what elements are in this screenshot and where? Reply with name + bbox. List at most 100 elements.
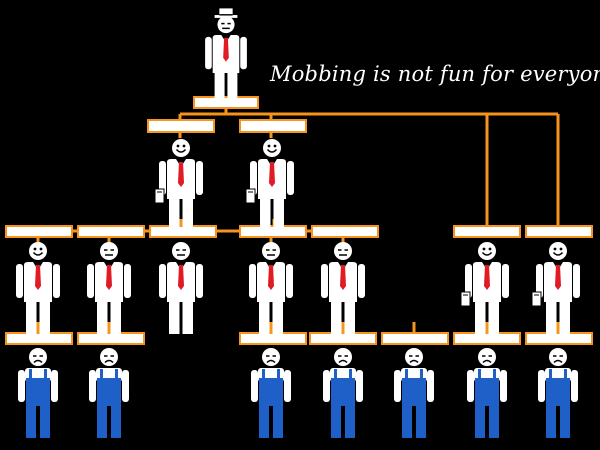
right-leg xyxy=(344,300,355,334)
right-leg xyxy=(273,197,284,231)
right-leg xyxy=(272,300,283,334)
left-arm xyxy=(321,264,328,298)
frown-mouth xyxy=(266,359,276,364)
right-leg xyxy=(488,300,499,334)
left-leg xyxy=(26,300,37,334)
strap xyxy=(115,369,118,381)
head xyxy=(262,348,280,366)
worker-figure xyxy=(251,348,291,438)
strap xyxy=(262,369,265,381)
right-arm xyxy=(124,264,131,298)
name-box xyxy=(453,225,521,238)
strap xyxy=(493,369,496,381)
name-boxes xyxy=(5,96,593,345)
right-leg xyxy=(182,197,193,231)
strap xyxy=(549,369,552,381)
necktie xyxy=(268,265,274,290)
name-box xyxy=(239,332,307,345)
necktie xyxy=(178,162,184,187)
head xyxy=(334,242,352,260)
strap xyxy=(349,369,352,381)
left-leg xyxy=(259,300,270,334)
name-box xyxy=(77,225,145,238)
eye xyxy=(267,144,271,148)
left-arm xyxy=(536,264,543,298)
smile-mouth xyxy=(32,251,44,256)
frown-mouth xyxy=(553,359,563,364)
manager-figure xyxy=(159,242,203,334)
right-arm xyxy=(571,370,578,402)
strap xyxy=(100,369,103,381)
right-arm xyxy=(51,370,58,402)
necktie xyxy=(269,162,275,187)
necktie xyxy=(223,37,229,62)
manager-figure xyxy=(154,139,203,231)
right-leg xyxy=(110,300,121,334)
right-arm xyxy=(573,264,580,298)
necktie xyxy=(555,265,561,290)
worker-figure xyxy=(18,348,58,438)
strap xyxy=(277,369,280,381)
name-box xyxy=(311,225,379,238)
right-arm xyxy=(240,36,247,70)
right-arm xyxy=(287,161,294,195)
right-arm xyxy=(196,161,203,195)
name-box xyxy=(453,332,521,345)
name-box xyxy=(5,225,73,238)
necktie xyxy=(35,265,41,290)
briefcase-icon xyxy=(460,291,471,307)
frown-mouth xyxy=(338,359,348,364)
left-arm xyxy=(18,370,25,402)
overalls xyxy=(97,378,121,438)
head xyxy=(478,348,496,366)
left-arm xyxy=(159,264,166,298)
name-box xyxy=(239,119,307,133)
right-arm xyxy=(356,370,363,402)
overalls xyxy=(26,378,50,438)
left-leg xyxy=(546,300,557,334)
eye xyxy=(176,144,180,148)
left-arm xyxy=(394,370,401,402)
strap xyxy=(405,369,408,381)
hat-brim xyxy=(214,15,238,18)
worker-figure xyxy=(538,348,578,438)
right-arm xyxy=(500,370,507,402)
left-arm xyxy=(250,161,257,195)
left-leg xyxy=(97,300,108,334)
head xyxy=(263,139,281,157)
head xyxy=(334,348,352,366)
head xyxy=(172,139,190,157)
name-box xyxy=(381,332,449,345)
right-arm xyxy=(122,370,129,402)
eye xyxy=(273,144,277,148)
eye xyxy=(482,247,486,251)
strap xyxy=(478,369,481,381)
overalls xyxy=(475,378,499,438)
strap xyxy=(420,369,423,381)
briefcase-icon xyxy=(154,188,165,204)
worker-figure xyxy=(467,348,507,438)
worker-figure xyxy=(323,348,363,438)
manager-figure xyxy=(249,242,293,334)
necktie xyxy=(106,265,112,290)
boss-figure xyxy=(205,8,247,104)
left-leg xyxy=(260,197,271,231)
name-box xyxy=(147,119,215,133)
left-arm xyxy=(249,264,256,298)
name-box xyxy=(239,225,307,238)
head xyxy=(172,242,190,260)
eye xyxy=(488,247,492,251)
right-leg xyxy=(182,300,193,334)
caption-text: Mobbing is not fun for everyone... xyxy=(270,62,600,86)
eye xyxy=(553,247,557,251)
strap xyxy=(564,369,567,381)
head xyxy=(549,242,567,260)
smile-mouth xyxy=(552,251,564,256)
left-arm xyxy=(538,370,545,402)
head xyxy=(478,242,496,260)
right-leg xyxy=(559,300,570,334)
overalls xyxy=(331,378,355,438)
head xyxy=(29,242,47,260)
